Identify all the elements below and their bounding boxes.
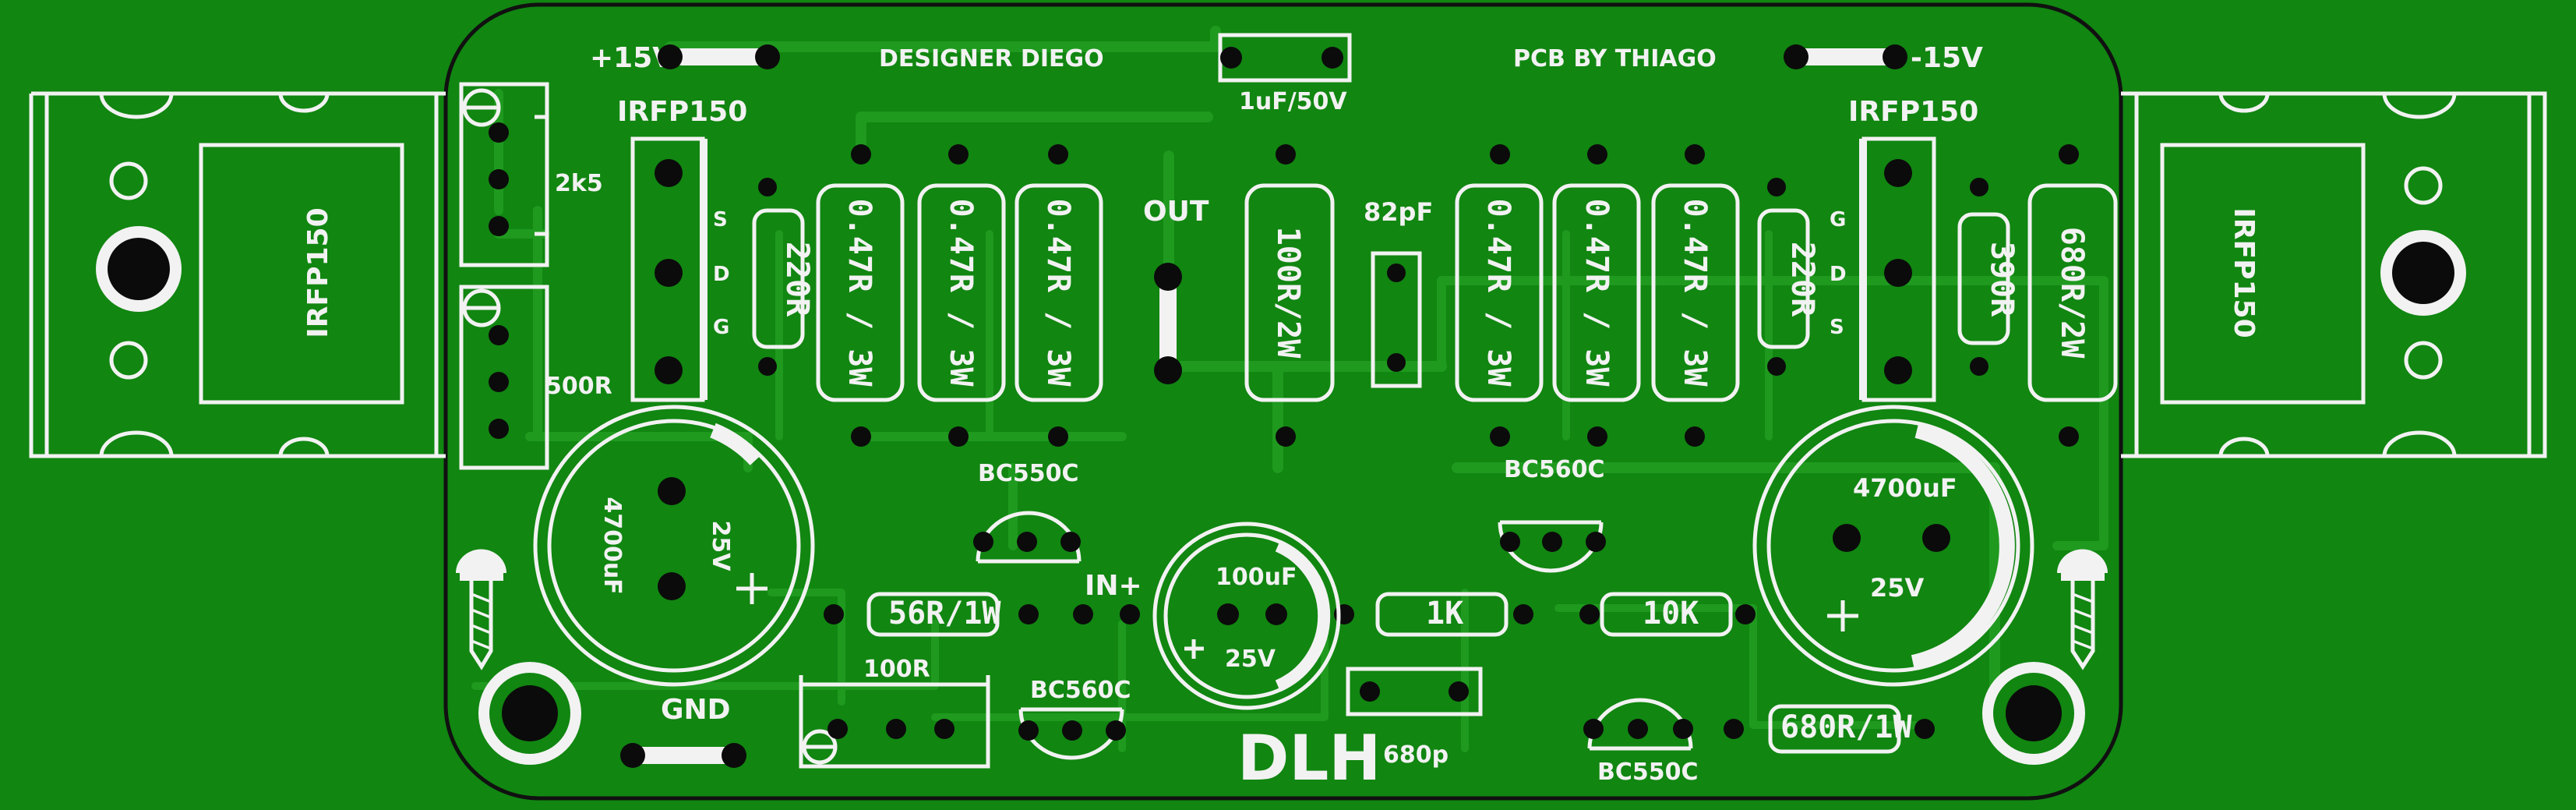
heatsink-left-label: IRFP150	[302, 207, 334, 338]
capacitor-100uf-value: 100uF	[1216, 564, 1297, 591]
transistor-bc550c-top: BC550C	[973, 460, 1082, 564]
resistor-56r-label: 56R/1W	[888, 596, 1001, 631]
resistor-680r-1w: 680R/1W	[1724, 704, 1935, 754]
power-neg-label: -15V	[1911, 42, 1983, 74]
output-jumper	[1159, 277, 1177, 370]
capacitor-680p-label: 680p	[1383, 741, 1449, 769]
resistor-56r: 56R/1W	[824, 592, 1039, 637]
screw-icon	[2057, 549, 2108, 670]
output-label: OUT	[1143, 196, 1209, 228]
capacitor-4700uf-left-voltage: 25V	[707, 521, 734, 572]
mosfet-right-label: IRFP150	[1848, 96, 1978, 128]
capacitor-4700uf-right: 4700uF 25V	[1752, 405, 2034, 687]
trimmer-2k5: 2k5	[459, 82, 603, 267]
heatsink-right: IRFP150	[2121, 91, 2547, 458]
capacitor-4700uf-right-value: 4700uF	[1853, 473, 1957, 503]
pcb-by-label: PCB BY THIAGO	[1513, 45, 1717, 73]
mounting-hole-left	[478, 662, 581, 765]
trimmer-2k5-label: 2k5	[555, 170, 603, 197]
resistor-10k: 10K	[1579, 592, 1756, 637]
capacitor-4700uf-left-value: 4700uF	[598, 497, 626, 594]
trimmer-100r-label: 100R	[863, 656, 930, 683]
trimmer-500r-label: 500R	[545, 373, 612, 400]
mounting-hole-right	[1982, 662, 2085, 765]
resistor-220r-left	[752, 208, 805, 349]
mosfet-right-pin-s: S	[1830, 316, 1844, 339]
power-pos-jumper	[673, 48, 767, 65]
transistor-bc560c-top-label: BC560C	[1504, 456, 1605, 483]
transistor-bc550c-bottom-label: BC550C	[1597, 759, 1699, 786]
resistor-047r-4-label: 0.47R / 3W	[1480, 199, 1516, 387]
ground-label: GND	[661, 694, 731, 726]
capacitor-100uf: 100uF 25V	[1152, 522, 1341, 710]
mosfet-left-pin-d: D	[713, 263, 730, 286]
resistor-680r-2w-label: 680R/2W	[2054, 227, 2090, 359]
resistor-047r-5-label: 0.47R / 3W	[1579, 199, 1614, 387]
resistor-390r-label: 390R	[1984, 242, 2020, 317]
transistor-bc560c-bottom: BC560C	[1018, 677, 1131, 760]
mosfet-left-label: IRFP150	[617, 96, 747, 128]
resistor-1k-label: 1K	[1426, 596, 1463, 631]
capacitor-100uf-voltage: 25V	[1225, 646, 1276, 673]
emitter-resistors-right: 0.47R / 3W 0.47R / 3W 0.47R / 3W	[1455, 144, 1740, 447]
screw-icon	[456, 549, 506, 670]
transistor-bc550c-bottom: BC550C	[1583, 698, 1699, 786]
capacitor-82pf-outline	[1371, 251, 1422, 388]
resistor-100r-2w-label: 100R/2W	[1270, 227, 1306, 359]
heatsink-right-label: IRFP150	[2228, 207, 2260, 338]
input-label: IN+	[1085, 570, 1142, 602]
ground-jumper	[633, 747, 734, 764]
resistor-220r-right-label: 220R	[1784, 242, 1820, 317]
capacitor-top-label: 1uF/50V	[1239, 88, 1347, 115]
capacitor-4700uf-right-voltage: 25V	[1870, 573, 1925, 603]
emitter-resistors-left: 0.47R / 3W 0.47R / 3W 0.47R / 3W	[816, 144, 1103, 447]
resistor-047r-1-label: 0.47R / 3W	[842, 199, 877, 387]
resistor-10k-label: 10K	[1643, 596, 1699, 631]
resistor-047r-2-label: 0.47R / 3W	[943, 199, 979, 387]
resistor-047r-6-label: 0.47R / 3W	[1677, 199, 1713, 387]
resistor-220r-left-label: 220R	[779, 242, 815, 317]
mosfet-left-pin-s: S	[713, 208, 728, 232]
resistor-390r	[1957, 212, 2010, 345]
mosfet-right-pin-g: G	[1830, 208, 1846, 232]
power-pos-pad	[658, 44, 683, 69]
transistor-bc550c-top-label: BC550C	[978, 460, 1079, 487]
power-neg-jumper	[1797, 48, 1898, 65]
resistor-680r-1w-label: 680R/1W	[1780, 709, 1912, 745]
resistor-220r-right	[1757, 208, 1810, 349]
trimmer-500r: 500R	[459, 285, 612, 470]
resistor-100r-2w	[1244, 183, 1335, 402]
resistor-047r-3-label: 0.47R / 3W	[1040, 199, 1076, 387]
designer-label: DESIGNER DIEGO	[879, 45, 1104, 73]
transistor-bc560c-bottom-label: BC560C	[1030, 677, 1131, 704]
transistor-bc560c-top: BC560C	[1498, 456, 1606, 573]
capacitor-680p-outline	[1346, 667, 1483, 716]
capacitor-82pf-label: 82pF	[1364, 197, 1433, 227]
resistor-680r-2w	[2027, 183, 2118, 402]
heatsink-left: IRFP150	[29, 91, 446, 458]
mosfet-right-pin-d: D	[1830, 263, 1847, 286]
capacitor-4700uf-left: 4700uF 25V	[533, 405, 815, 687]
trimmer-100r: 100R	[799, 656, 990, 769]
mosfet-left-pin-g: G	[713, 316, 729, 339]
logo-dlh: DLH	[1237, 722, 1381, 794]
